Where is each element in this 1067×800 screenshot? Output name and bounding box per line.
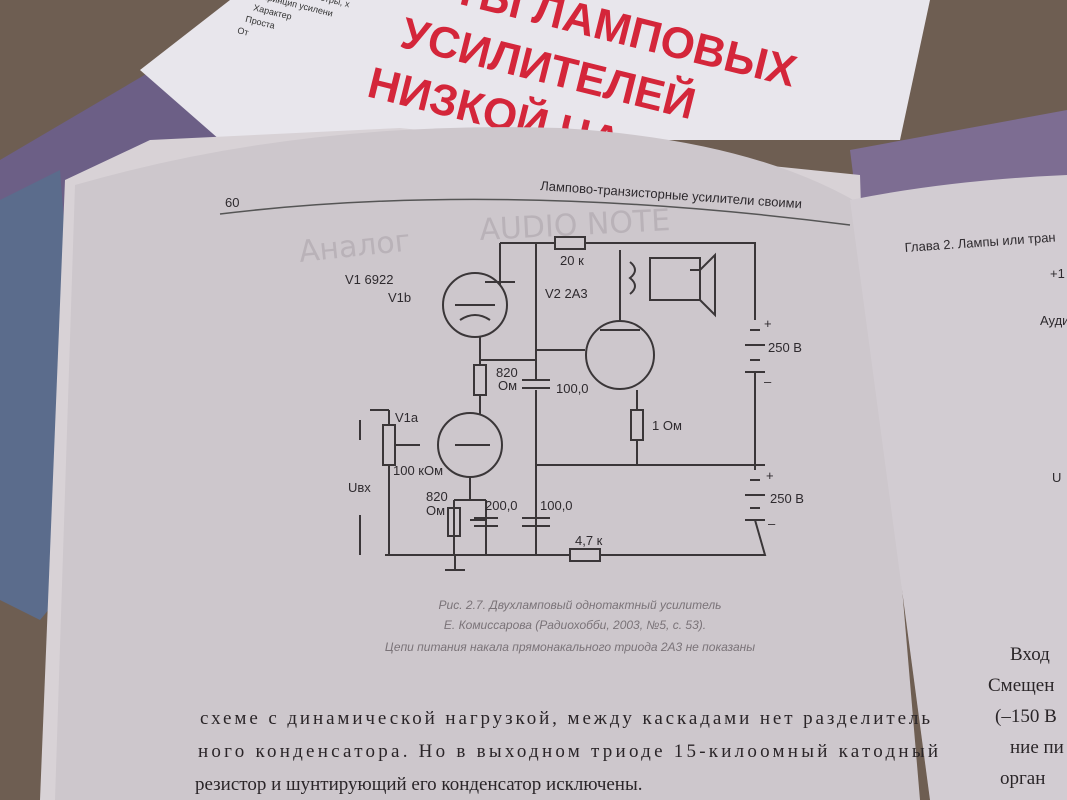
caption-line3: Цепи питания накала прямонакального трио… (385, 640, 755, 654)
right-body-5: орган (1000, 768, 1045, 789)
plus-top: + (764, 316, 772, 331)
page-number: 60 (225, 195, 239, 210)
label-v1b: V1b (388, 290, 411, 305)
label-r1ohm: 1 Ом (652, 418, 682, 433)
header-rule (219, 198, 851, 226)
left-page (55, 127, 920, 800)
minus-bottom: – (768, 516, 776, 531)
right-body-1: Вход (1010, 644, 1050, 665)
label-r47k: 4,7 к (575, 533, 603, 548)
minus-top: – (764, 374, 772, 389)
label-r20k: 20 к (560, 253, 584, 268)
label-battery-bottom: 250 В (770, 491, 804, 506)
label-c200: 200,0 (485, 498, 518, 513)
caption-line1: Рис. 2.7. Двухламповый однотактный усили… (439, 598, 722, 612)
label-r820-top: 820 (496, 365, 518, 380)
label-uin: Uвх (348, 480, 371, 495)
label-pot: 100 кОм (393, 463, 443, 478)
label-r820-bottom: 820 (426, 489, 448, 504)
right-body-2: Смещен (988, 675, 1054, 696)
label-r820-top-unit: Ом (498, 378, 517, 393)
label-c100-top: 100,0 (556, 381, 589, 396)
plus-bottom: + (766, 468, 774, 483)
label-c100-bottom: 100,0 (540, 498, 573, 513)
background-book-cover: ТЫ ЛАМПОВЫХ УСИЛИТЕЛЕЙ НИЗКОЙ ЧА Типы, п… (140, 0, 930, 168)
amplifier-schematic (359, 236, 767, 571)
label-v1: V1 6922 (345, 272, 393, 287)
right-small-2: Аудио (1040, 313, 1067, 328)
right-small-3: U (1052, 470, 1061, 485)
right-body-4: ние пи (1010, 737, 1064, 758)
label-battery-top: 250 В (768, 340, 802, 355)
body-line3: резистор и шунтирующий его конденсатор и… (195, 774, 643, 795)
right-body-3: (–150 В (995, 706, 1057, 727)
body-line2: ного конденсатора. Но в выходном триоде … (198, 741, 938, 762)
caption-line2: Е. Комиссарова (Радиохобби, 2003, №5, с.… (444, 618, 706, 632)
cover-bullet: От (236, 25, 249, 37)
right-small-1: +1 (1050, 266, 1065, 281)
right-page (850, 175, 1067, 800)
label-r820-bottom-unit: Ом (426, 503, 445, 518)
label-v1a: V1a (395, 410, 419, 425)
label-v2: V2 2A3 (545, 286, 588, 301)
